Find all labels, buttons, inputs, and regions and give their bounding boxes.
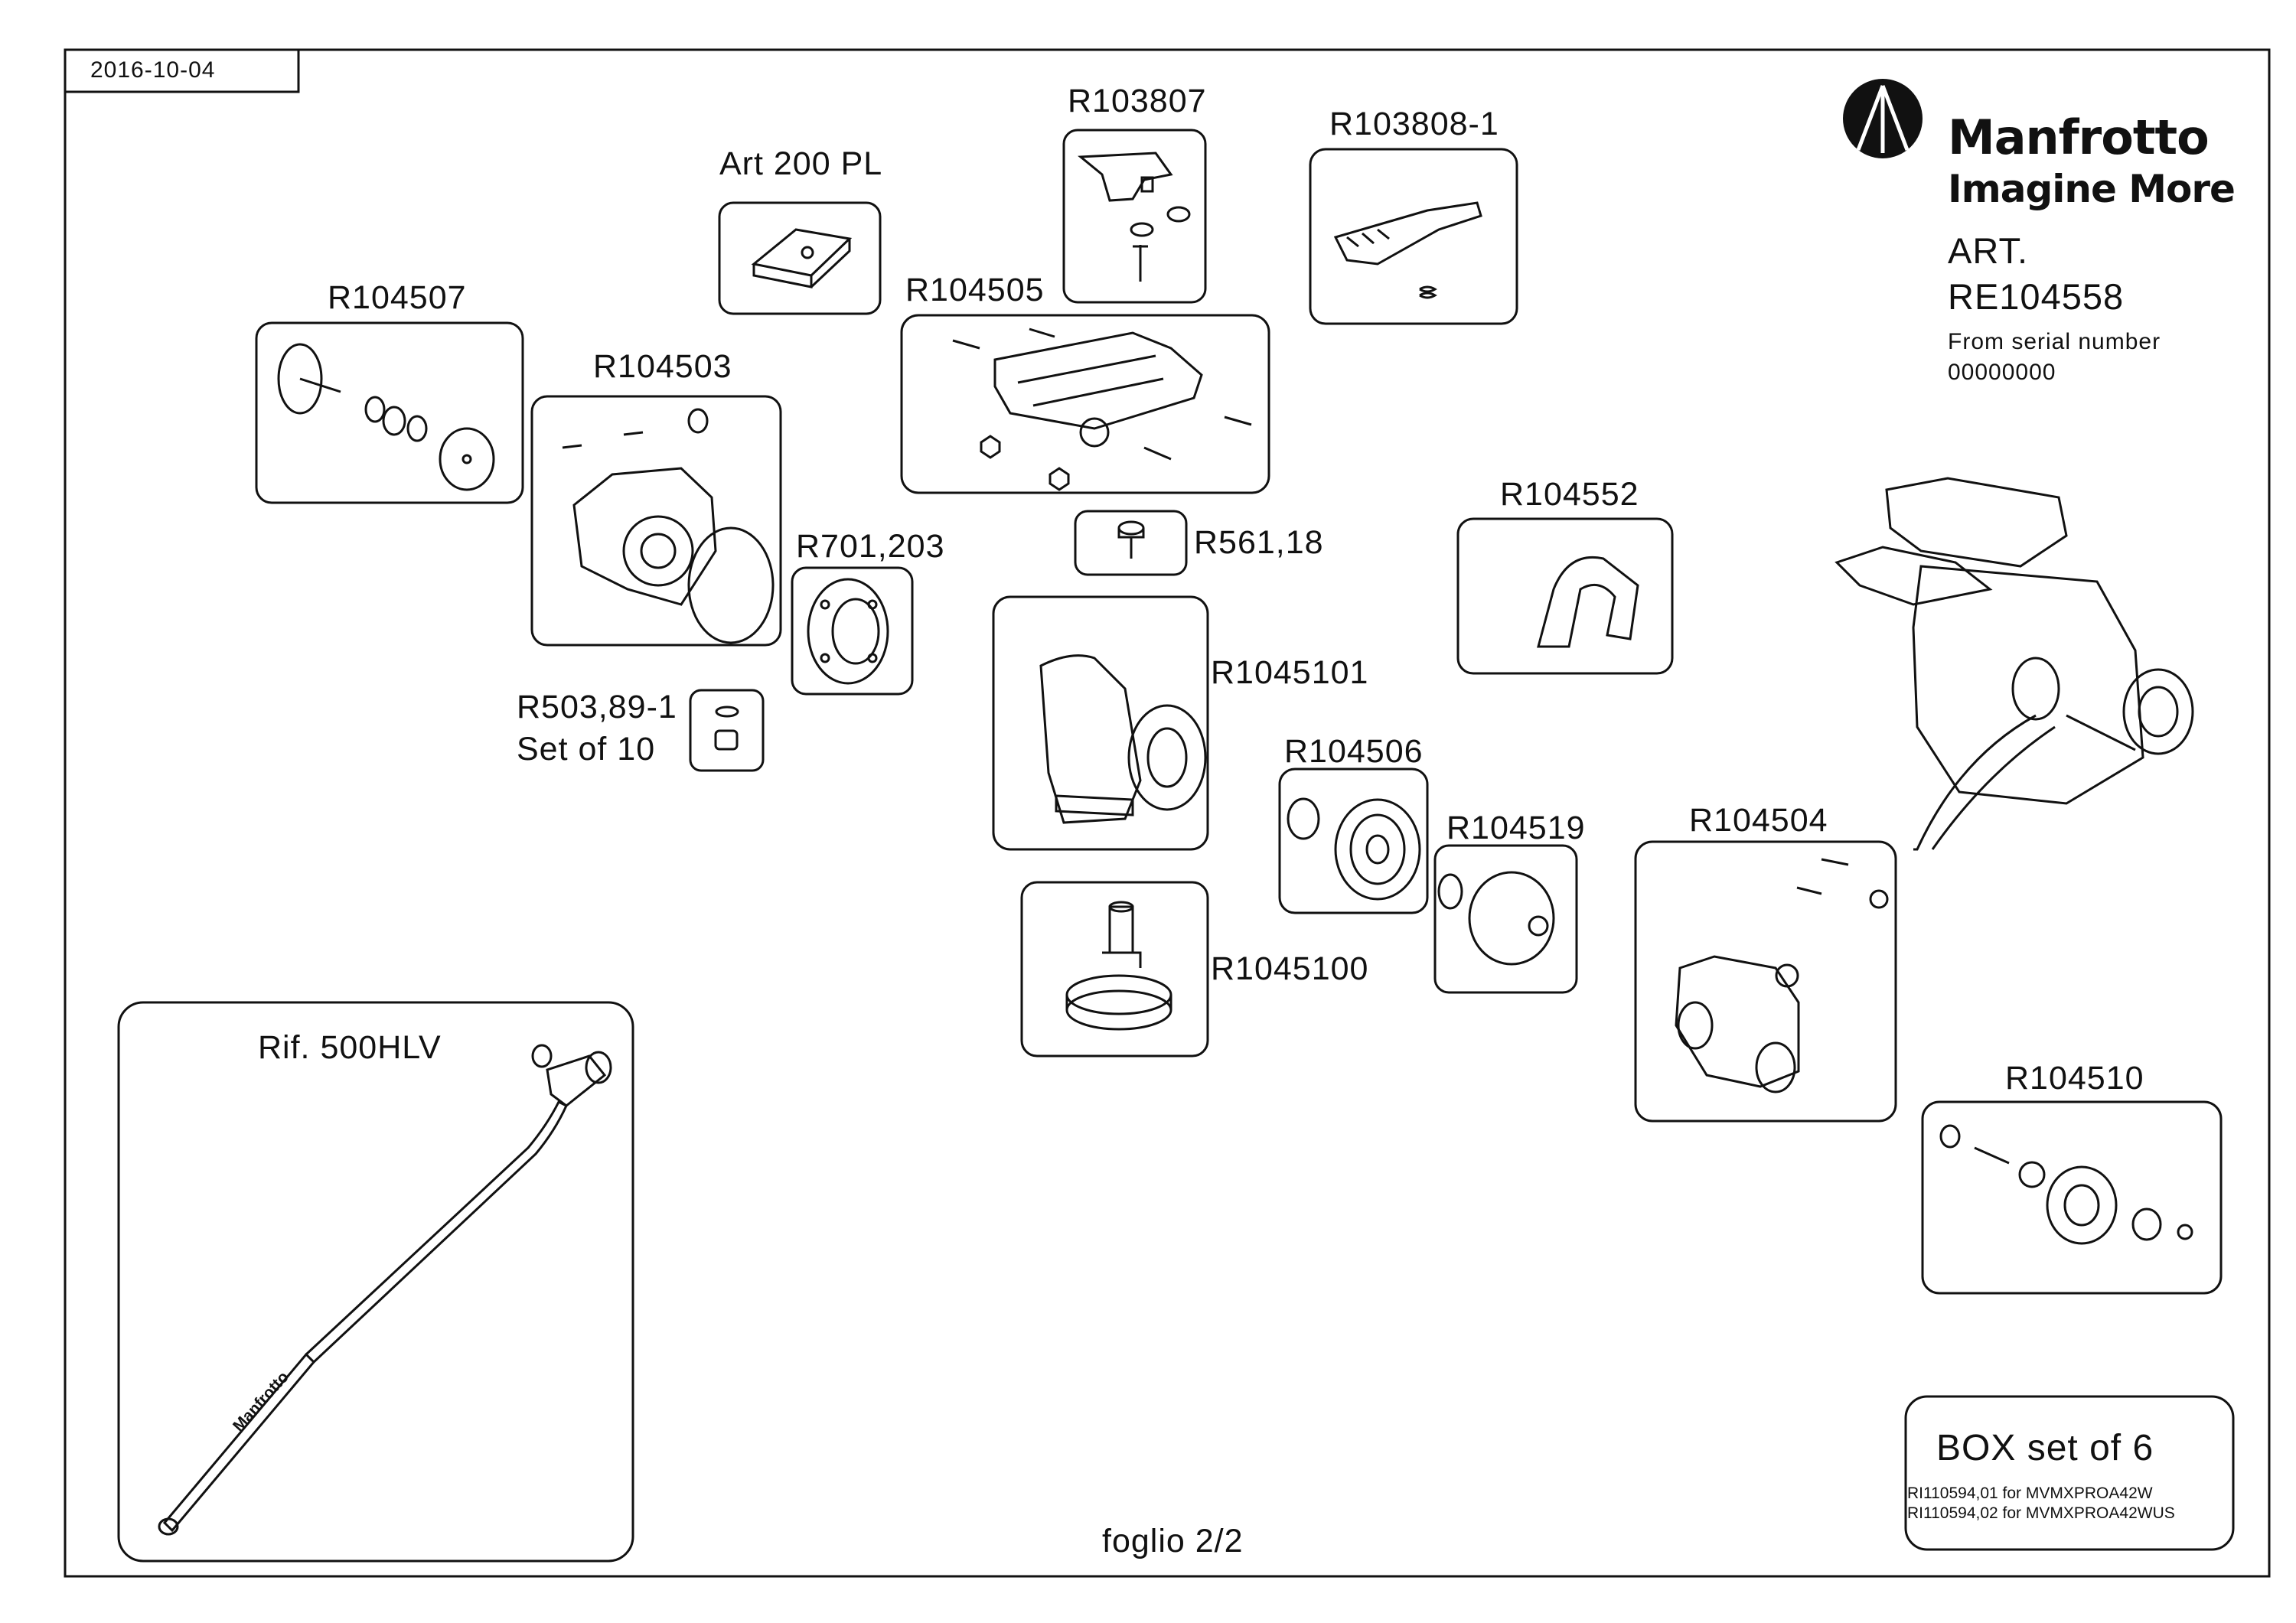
- part-r561-18: [1074, 510, 1188, 576]
- label-r103808-1: R103808-1: [1329, 106, 1499, 142]
- label-r503-89-1: R503,89-1: [517, 689, 677, 725]
- part-r104519: [1433, 844, 1578, 994]
- label-r104503: R104503: [593, 348, 732, 385]
- label-r701-203: R701,203: [796, 528, 945, 565]
- label-r103807: R103807: [1068, 83, 1207, 119]
- part-r104552: [1456, 517, 1674, 675]
- part-r104507: [255, 321, 524, 504]
- label-r1045100: R1045100: [1211, 950, 1369, 987]
- assembled-fluid-head-drawing: [1835, 477, 2194, 851]
- sheet-border: [64, 48, 2271, 1578]
- label-r104505: R104505: [905, 272, 1045, 308]
- box-set-title: BOX set of 6: [1936, 1428, 2154, 1468]
- part-r103808-1: [1309, 148, 1518, 325]
- part-rif-500hlv: [117, 1001, 634, 1563]
- box-set-line-2: RI110594,02 for MVMXPROA42WUS: [1907, 1504, 2175, 1522]
- part-r103807: [1062, 129, 1207, 304]
- label-art-200pl: Art 200 PL: [719, 145, 883, 182]
- part-art-200pl: [718, 201, 882, 315]
- label-r104510: R104510: [2005, 1060, 2144, 1097]
- label-set-of-10: Set of 10: [517, 731, 656, 768]
- part-r701-203: [791, 566, 914, 696]
- label-r104506: R104506: [1284, 733, 1424, 770]
- part-r104510: [1921, 1100, 2223, 1295]
- part-r104506: [1278, 768, 1429, 914]
- part-r503-89-1: [689, 689, 765, 772]
- label-r1045101: R1045101: [1211, 654, 1369, 691]
- serial-value: 00000000: [1948, 360, 2056, 385]
- brand-name: Manfrotto: [1948, 109, 2210, 165]
- art-label: ART.: [1948, 230, 2028, 271]
- part-r104504: [1634, 840, 1897, 1123]
- sheet-number: foglio 2/2: [1102, 1523, 1244, 1559]
- part-r104503: [530, 395, 782, 647]
- label-r104507: R104507: [328, 279, 467, 316]
- serial-label: From serial number: [1948, 329, 2161, 354]
- label-r104519: R104519: [1446, 810, 1586, 846]
- box-set-frame: [1904, 1395, 2235, 1551]
- label-r561-18: R561,18: [1194, 524, 1324, 561]
- box-set-line-1: RI110594,01 for MVMXPROA42W: [1907, 1484, 2153, 1502]
- part-r1045100: [1020, 881, 1209, 1058]
- manfrotto-logo-mark: [1843, 79, 1923, 158]
- date-label: 2016-10-04: [90, 57, 216, 83]
- date-box: [64, 48, 300, 93]
- brand-tagline: Imagine More: [1948, 167, 2236, 211]
- art-code: RE104558: [1948, 276, 2125, 317]
- part-r104505: [900, 314, 1270, 494]
- part-r1045101: [992, 595, 1209, 851]
- label-rif-500hlv: Rif. 500HLV: [258, 1029, 442, 1066]
- label-r104504: R104504: [1689, 802, 1828, 839]
- label-r104552: R104552: [1500, 476, 1639, 513]
